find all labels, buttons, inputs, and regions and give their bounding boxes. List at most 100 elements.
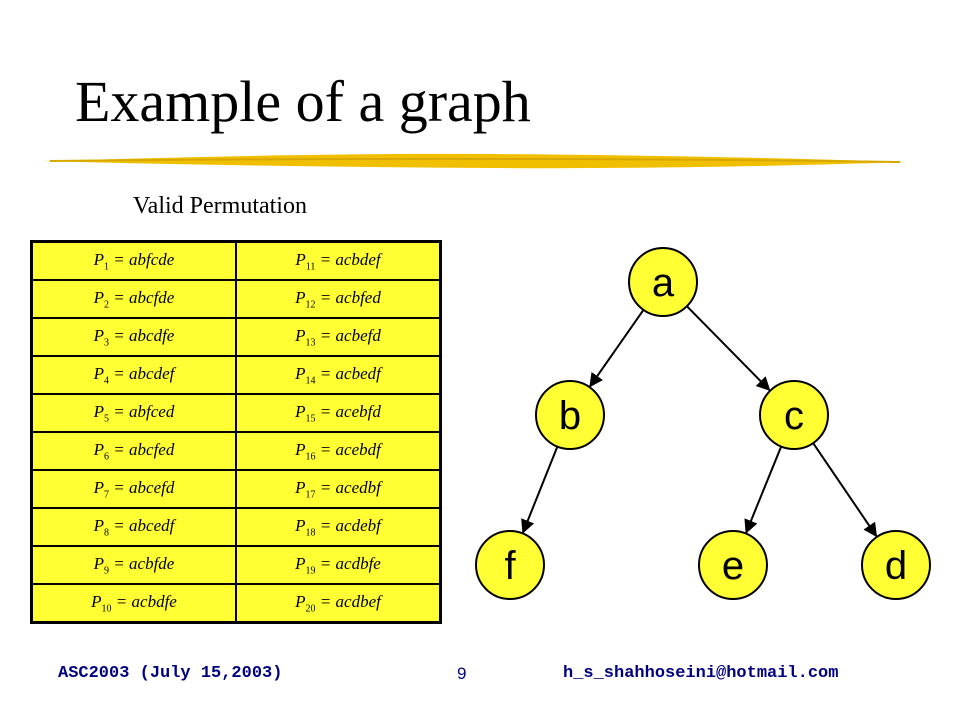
permutation-value: = abfcde	[113, 249, 175, 269]
permutation-value: = acebdf	[319, 439, 381, 459]
permutation-cell: P14 = acbedf	[235, 355, 442, 395]
permutation-cell: P15 = acebfd	[235, 393, 442, 433]
permutation-cell: P3 = abcdfe	[30, 317, 237, 357]
node-label: e	[722, 544, 744, 588]
permutation-cell: P7 = abcefd	[30, 469, 237, 509]
permutation-index: 14	[305, 375, 316, 387]
permutation-index: 15	[305, 413, 316, 425]
permutation-cell: P18 = acdebf	[235, 507, 442, 547]
node-c: c	[759, 380, 829, 450]
permutation-cell: P10 = acbdfe	[30, 583, 237, 624]
permutation-value: = acebfd	[319, 401, 381, 421]
permutation-symbol: P	[295, 591, 306, 611]
permutation-index: 19	[305, 565, 316, 577]
permutation-symbol: P	[93, 401, 105, 421]
permutation-cell: P16 = acebdf	[235, 431, 442, 471]
permutation-symbol: P	[295, 249, 306, 269]
node-circle	[535, 380, 605, 450]
permutation-index: 8	[104, 527, 110, 539]
permutation-value: = acbedf	[319, 363, 381, 383]
permutation-index: 4	[104, 375, 110, 387]
node-f: f	[475, 530, 545, 600]
node-e: e	[698, 530, 768, 600]
permutation-cell: P5 = abfced	[30, 393, 237, 433]
permutation-symbol: P	[93, 477, 105, 497]
permutation-cell: P2 = abcfde	[30, 279, 237, 319]
permutation-cell: P17 = acedbf	[235, 469, 442, 509]
permutation-symbol: P	[295, 325, 306, 345]
permutation-value: = abcefd	[113, 477, 175, 497]
node-circle	[698, 530, 768, 600]
permutation-value: = acbefd	[319, 325, 381, 345]
permutation-index: 10	[101, 603, 112, 615]
permutation-value: = abcfde	[113, 287, 175, 307]
node-label: c	[784, 394, 804, 438]
permutation-value: = abcfed	[113, 439, 175, 459]
permutation-symbol: P	[91, 591, 102, 611]
edge-a-b	[589, 309, 645, 388]
permutation-symbol: P	[295, 477, 306, 497]
edge-c-d	[812, 442, 878, 538]
node-label: d	[885, 544, 907, 588]
permutation-index: 6	[104, 451, 110, 463]
permutation-value: = acdbef	[319, 591, 381, 611]
permutation-cell: P4 = abcdef	[30, 355, 237, 395]
edge-a-c	[686, 305, 771, 392]
permutation-value: = acbfde	[113, 553, 175, 573]
node-label: a	[652, 261, 675, 305]
permutation-index: 3	[104, 337, 110, 349]
permutation-value: = acdbfe	[319, 553, 381, 573]
permutation-cell: P9 = acbfde	[30, 545, 237, 585]
permutation-index: 2	[104, 299, 110, 311]
permutation-symbol: P	[93, 287, 105, 307]
permutation-cell: P12 = acbfed	[235, 279, 442, 319]
permutation-symbol: P	[295, 287, 306, 307]
permutation-value: = abcdfe	[113, 325, 175, 345]
permutation-cell: P19 = acdbfe	[235, 545, 442, 585]
permutation-index: 20	[305, 603, 316, 615]
permutation-cell: P6 = abcfed	[30, 431, 237, 471]
node-label: b	[559, 394, 581, 438]
permutation-cell: P1 = abfcde	[30, 240, 237, 281]
permutation-symbol: P	[295, 515, 306, 535]
permutation-value: = acbdfe	[115, 591, 177, 611]
node-d: d	[861, 530, 931, 600]
footer-email: h_s_shahhoseini@hotmail.com	[563, 664, 839, 683]
permutation-symbol: P	[93, 439, 105, 459]
permutation-value: = acedbf	[319, 477, 381, 497]
permutation-symbol: P	[93, 363, 105, 383]
title-underline	[42, 153, 906, 169]
node-circle	[861, 530, 931, 600]
permutation-index: 7	[104, 489, 110, 501]
permutation-value: = acbfed	[319, 287, 381, 307]
permutation-index: 13	[305, 337, 316, 349]
permutation-value: = abfced	[113, 401, 175, 421]
permutation-cell: P11 = acbdef	[235, 240, 442, 281]
permutation-symbol: P	[93, 325, 105, 345]
permutation-cell: P20 = acdbef	[235, 583, 442, 624]
edge-c-e	[744, 446, 783, 534]
permutation-index: 16	[305, 451, 316, 463]
edge-b-f	[521, 446, 559, 534]
node-circle	[759, 380, 829, 450]
node-circle	[475, 530, 545, 600]
tree-graph: a b c f e d	[475, 247, 931, 600]
permutation-symbol: P	[295, 401, 306, 421]
permutation-symbol: P	[93, 553, 105, 573]
node-circle	[628, 247, 698, 317]
permutation-symbol: P	[93, 249, 105, 269]
footer-conference: ASC2003 (July 15,2003)	[58, 664, 283, 683]
permutation-cell: P8 = abcedf	[30, 507, 237, 547]
slide-title: Example of a graph	[75, 69, 531, 134]
permutation-symbol: P	[295, 439, 306, 459]
